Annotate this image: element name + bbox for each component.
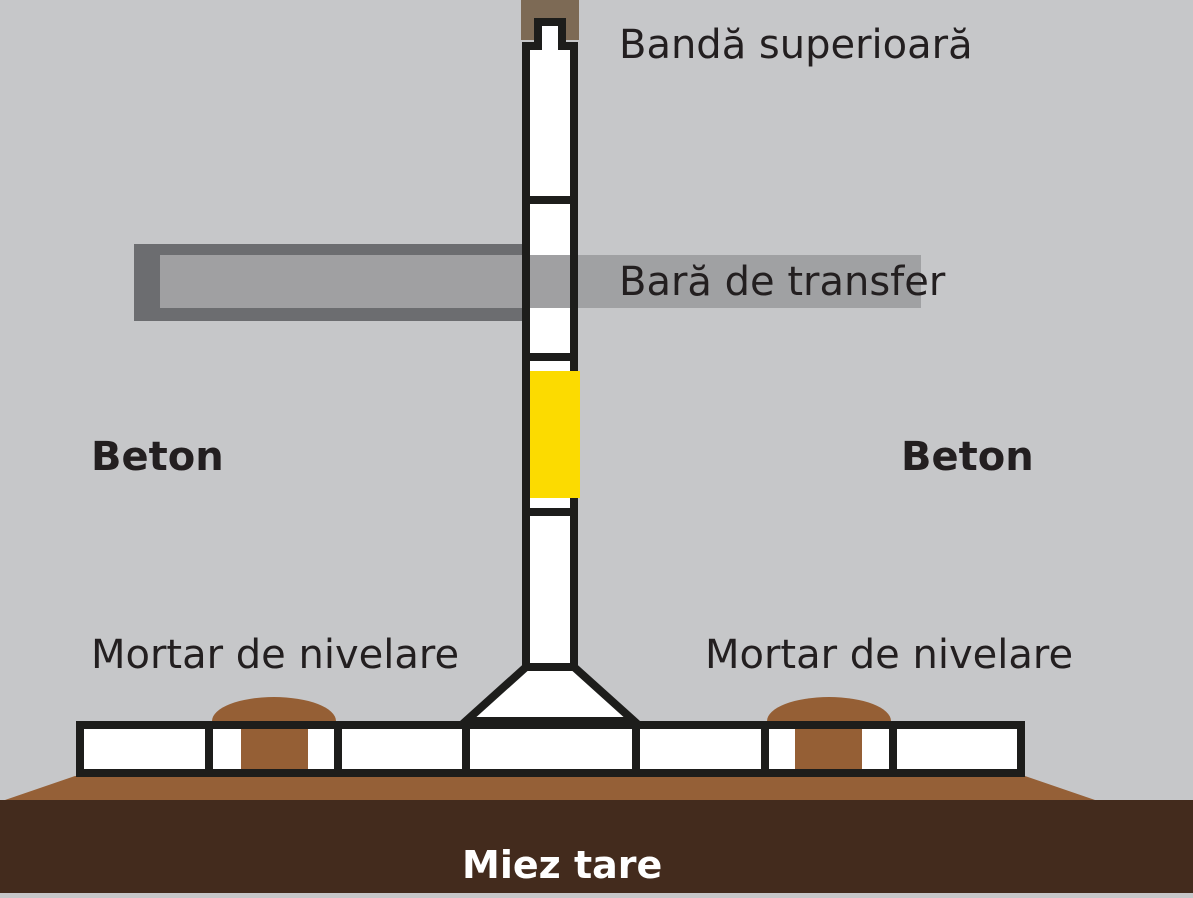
transfer-label-strip <box>576 255 921 308</box>
base-plate <box>76 721 1025 777</box>
plate-dividers <box>205 725 897 773</box>
subgrade-layer <box>0 800 1193 893</box>
vertical-profile <box>522 18 578 671</box>
mortar-fill-right <box>795 729 862 769</box>
mortar-fill-left <box>241 729 308 769</box>
base-layer <box>5 776 1095 800</box>
label-transfer-bar: Bară de transfer <box>619 259 946 305</box>
transfer-bar-face <box>160 255 524 308</box>
label-mortar-right: Mortar de nivelare <box>705 632 1074 678</box>
label-subgrade: Miez tare <box>462 843 663 887</box>
label-concrete-right: Beton <box>901 434 1034 480</box>
profile-divisions <box>526 196 574 516</box>
label-concrete-left: Beton <box>91 434 224 480</box>
transfer-bar-through <box>530 255 570 308</box>
label-mortar-left: Mortar de nivelare <box>91 632 460 678</box>
yellow-insert <box>530 371 580 498</box>
label-top-band: Bandă superioară <box>619 22 973 68</box>
